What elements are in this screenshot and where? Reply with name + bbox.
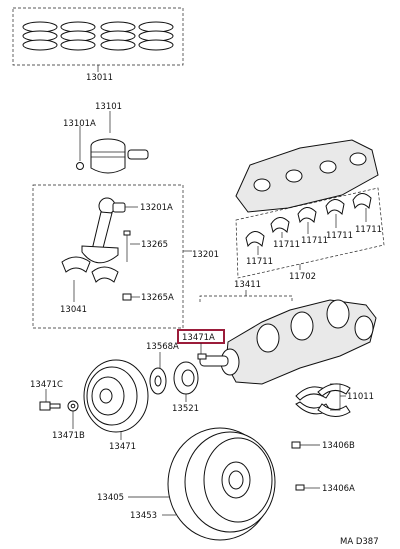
piston (76, 111, 149, 174)
label-pulley-washer: 13471B (52, 431, 85, 441)
flywheel (128, 427, 320, 541)
label-connecting-rod: 13201A (140, 203, 173, 213)
drawing-code: MA D387 (340, 537, 379, 547)
label-main-bearing-3: 11711 (301, 236, 328, 246)
label-crankshaft: 13411 (234, 280, 261, 290)
pulley-bolt-washer (39, 389, 79, 429)
label-piston-ring-set: 13011 (86, 73, 113, 83)
label-pulley-bolt: 13471C (30, 380, 63, 390)
label-flywheel-pin: 13406A (322, 484, 355, 494)
label-piston-with-pin: 13101 (95, 102, 122, 112)
crankshaft (197, 290, 377, 385)
crankshaft-timing-gear (149, 352, 199, 402)
label-piston-snap-ring: 13101A (63, 119, 96, 129)
main-bearing-set (235, 187, 385, 279)
piston-ring-set (12, 7, 184, 72)
connecting-rod-group (32, 184, 192, 329)
engine-block (235, 139, 379, 213)
label-main-bearing-set: 11702 (289, 272, 316, 282)
label-thrust-washer-set: 11011 (347, 392, 374, 402)
crankshaft-pulley (83, 359, 149, 440)
label-flywheel-bolt: 13406B (322, 441, 355, 451)
label-oil-slinger: 13568A (146, 342, 179, 352)
label-crankshaft-pulley: 13471 (109, 442, 136, 452)
label-main-bearing-5: 11711 (355, 225, 382, 235)
label-crankshaft-key[interactable]: 13471A (182, 333, 215, 343)
label-connecting-rod-assembly: 13201 (192, 250, 219, 260)
label-connecting-rod-nut: 13265A (141, 293, 174, 303)
label-connecting-rod-bolt: 13265 (141, 240, 168, 250)
label-timing-gear: 13521 (172, 404, 199, 414)
label-main-bearing-2: 11711 (273, 240, 300, 250)
label-main-bearing-1: 11711 (246, 257, 273, 267)
label-connecting-rod-bearing: 13041 (60, 305, 87, 315)
label-flywheel: 13405 (97, 493, 124, 503)
thrust-washers (295, 383, 351, 417)
label-main-bearing-4: 11711 (326, 231, 353, 241)
label-ring-gear: 13453 (130, 511, 157, 521)
